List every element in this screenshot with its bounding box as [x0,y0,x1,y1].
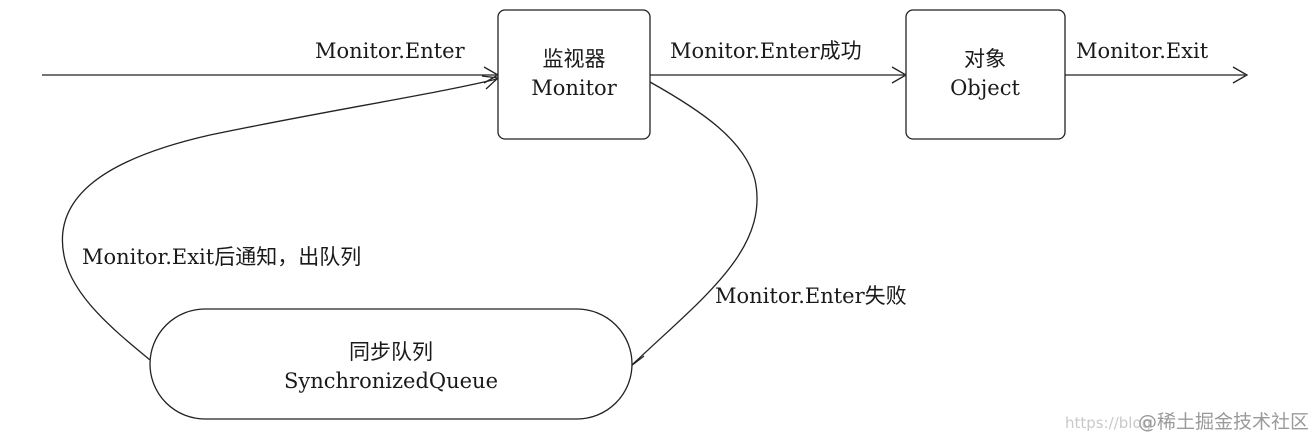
label-monitor-exit: Monitor.Exit [1076,39,1209,63]
label-monitor-enter: Monitor.Enter [315,39,466,63]
object-label-en: Object [950,76,1020,100]
edge-enter [42,66,500,84]
label-enter-success: Monitor.Enter成功 [670,39,862,63]
monitor-label-cn: 监视器 [543,47,606,71]
monitor-label-en: Monitor [531,76,617,100]
label-enter-fail: Monitor.Enter失败 [715,284,907,308]
object-label-cn: 对象 [964,47,1006,71]
monitor-node: 监视器 Monitor [497,9,651,140]
queue-label-en: SynchronizedQueue [284,369,498,393]
edge-enter-success [650,66,908,84]
synchronized-queue-node: 同步队列 SynchronizedQueue [149,308,633,420]
watermark-faint: https://blog [1065,414,1151,432]
queue-label-cn: 同步队列 [349,340,433,364]
edge-exit [1065,66,1249,84]
label-exit-notify: Monitor.Exit后通知，出队列 [82,245,361,269]
object-node: 对象 Object [905,9,1066,140]
watermark: @稀土掘金技术社区 [1138,411,1309,433]
